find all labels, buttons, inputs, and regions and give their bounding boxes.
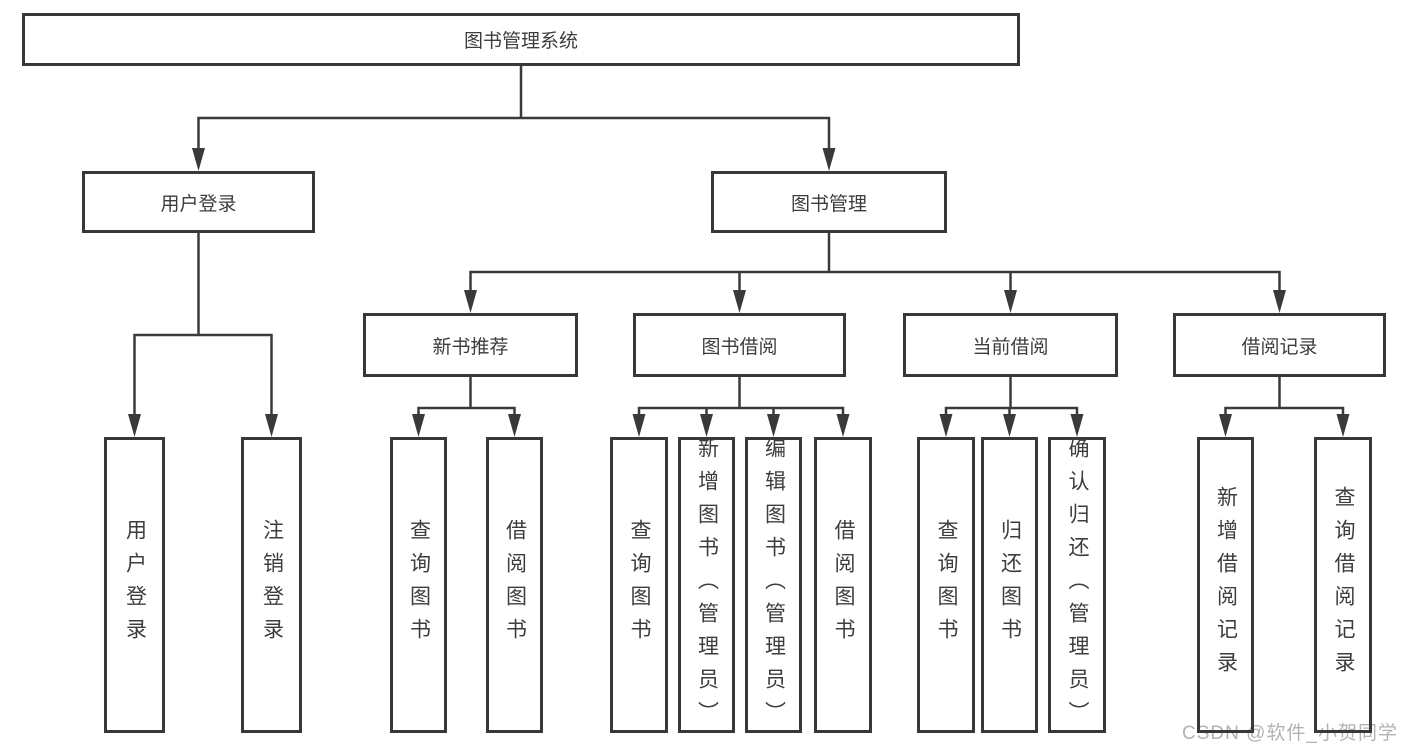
- node-root-label: 图书管理系统: [463, 31, 578, 52]
- leaf-label: 注销登录: [260, 519, 284, 651]
- leaf-borrow-books-recommend: 借阅图书: [486, 437, 543, 733]
- leaf-label: 借阅图书: [503, 519, 527, 651]
- arrowheads: [128, 148, 1350, 437]
- leaf-label: 查询图书: [935, 519, 958, 651]
- leaf-logout: 注销登录: [241, 437, 302, 733]
- arrow-icon: [733, 290, 746, 313]
- arrow-icon: [192, 148, 205, 171]
- leaf-label: 查询图书: [407, 519, 431, 651]
- node-label: 新书推荐: [432, 336, 509, 358]
- leaf-borrow-books: 借阅图书: [814, 437, 872, 733]
- arrow-icon: [265, 414, 278, 437]
- arrow-icon: [1336, 414, 1350, 437]
- leaf-label: 用户登录: [123, 519, 147, 651]
- node-user-login-module: 用户登录: [82, 171, 315, 233]
- leaf-label: 归还图书: [998, 519, 1022, 651]
- leaf-label: 确认归还（管理员）: [1066, 436, 1089, 734]
- leaf-query-books-borrowing: 查询图书: [610, 437, 668, 733]
- arrow-icon: [1003, 414, 1016, 437]
- node-root: 图书管理系统: [22, 13, 1020, 66]
- arrow-icon: [128, 414, 141, 437]
- arrow-icon: [632, 414, 646, 437]
- node-label: 当前借阅: [972, 336, 1049, 358]
- arrow-icon: [508, 414, 521, 437]
- leaf-label: 新增借阅记录: [1214, 486, 1238, 684]
- leaf-add-book-admin: 新增图书（管理员）: [678, 436, 735, 734]
- arrow-icon: [767, 414, 780, 437]
- leaf-return-book: 归还图书: [981, 437, 1038, 733]
- arrow-icon: [412, 414, 425, 437]
- leaf-add-borrow-record: 新增借阅记录: [1197, 437, 1254, 733]
- leaf-query-borrow-record: 查询借阅记录: [1314, 437, 1372, 733]
- node-new-book-recommend: 新书推荐: [363, 313, 578, 377]
- node-label: 图书管理: [790, 193, 867, 215]
- arrow-icon: [1004, 290, 1017, 313]
- node-label: 用户登录: [160, 193, 237, 215]
- leaf-confirm-return-admin: 确认归还（管理员）: [1048, 436, 1106, 734]
- arrow-icon: [822, 148, 836, 171]
- arrow-icon: [700, 414, 713, 437]
- arrow-icon: [836, 414, 850, 437]
- node-label: 图书借阅: [701, 336, 778, 358]
- node-borrow-records: 借阅记录: [1173, 313, 1386, 377]
- arrow-icon: [1273, 290, 1286, 313]
- arrow-icon: [1070, 414, 1084, 437]
- leaf-user-login: 用户登录: [104, 437, 165, 733]
- node-book-management: 图书管理: [711, 171, 947, 233]
- node-book-borrowing: 图书借阅: [633, 313, 846, 377]
- leaf-label: 查询图书: [628, 519, 651, 651]
- arrow-icon: [464, 290, 477, 313]
- csdn-watermark: CSDN @软件_小贺同学: [1182, 723, 1398, 744]
- node-current-borrowing: 当前借阅: [903, 313, 1118, 377]
- node-label: 借阅记录: [1241, 336, 1318, 358]
- leaf-label: 借阅图书: [832, 519, 855, 651]
- connector-paths: [133, 64, 1345, 416]
- arrow-icon: [939, 414, 953, 437]
- leaf-edit-book-admin: 编辑图书（管理员）: [745, 436, 802, 734]
- leaf-query-books-recommend: 查询图书: [390, 437, 447, 733]
- arrow-icon: [1219, 414, 1232, 437]
- leaf-label: 编辑图书（管理员）: [762, 436, 786, 734]
- leaf-label: 新增图书（管理员）: [695, 436, 719, 734]
- leaf-query-books-current: 查询图书: [917, 437, 975, 733]
- leaf-label: 查询借阅记录: [1332, 486, 1355, 684]
